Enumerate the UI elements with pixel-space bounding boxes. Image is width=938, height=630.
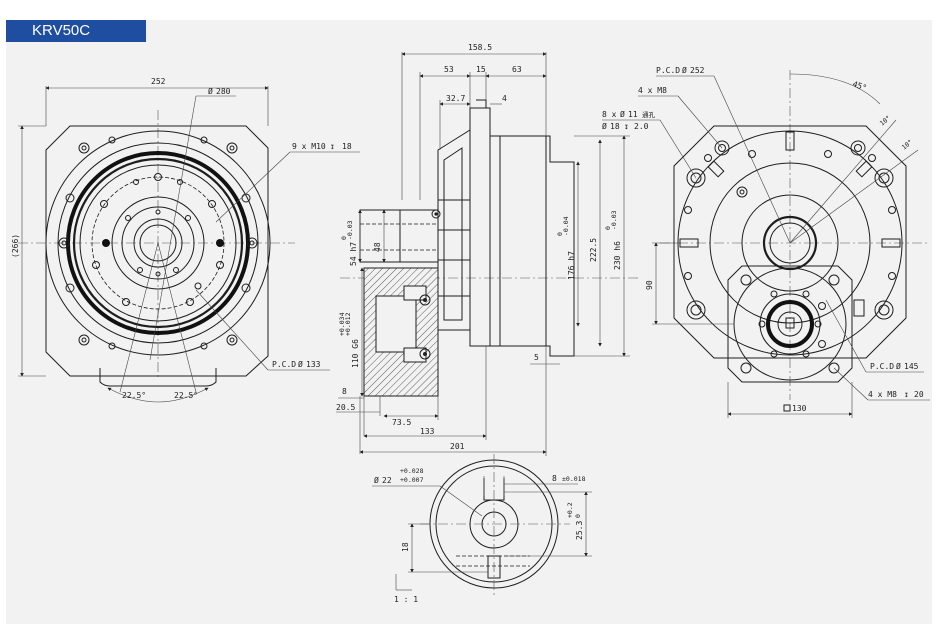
front-dia280-dim: 280 xyxy=(216,87,231,96)
front-angle-right: 22.5° xyxy=(174,391,198,400)
back-tap-depth-symbol: ↧ xyxy=(904,390,909,399)
back-bolt-holes xyxy=(684,140,896,320)
side-dia48: 48 xyxy=(373,242,382,252)
shaft-dia22: 22 xyxy=(382,476,392,485)
shaft-slope: 1 : 1 xyxy=(394,595,418,604)
front-height-dim: (266) xyxy=(11,234,20,258)
side-dia54-tol-bot: -0.03 xyxy=(346,220,354,240)
side-dim-53: 53 xyxy=(444,65,454,74)
side-dia54-tol-top: 0 xyxy=(340,236,348,240)
side-overall-dim: 158.5 xyxy=(468,43,492,52)
back-pcd2-dia-symbol: Ø xyxy=(896,361,901,371)
side-dim-5: 5 xyxy=(534,353,539,362)
back-cbore-depth: 2.0 xyxy=(634,122,649,131)
shaft-key-dim: 8 xyxy=(552,474,557,483)
front-width-dim: 252 xyxy=(151,77,166,86)
back-pcd-dia-symbol: Ø xyxy=(682,65,687,75)
back-angle-45: 45° xyxy=(851,79,868,92)
shaft-dia22-tol-bot: +0.007 xyxy=(400,476,424,484)
back-cbore-dia-symbol: Ø xyxy=(602,121,607,131)
back-square-dim: 130 xyxy=(792,404,807,413)
side-dim-73-5: 73.5 xyxy=(392,418,411,427)
side-dia176-tol-top: 0 xyxy=(556,232,564,236)
back-tap-m8-depth: 20 xyxy=(914,390,924,399)
side-dim-15: 15 xyxy=(476,65,486,74)
shaft-dim-25-3: 25.3 xyxy=(575,521,584,540)
side-dim-32-7: 32.7 xyxy=(446,94,465,103)
back-angle-10b: 10° xyxy=(900,138,914,152)
back-m8-holes: 4 x M8 xyxy=(638,86,667,95)
front-dia280-symbol: Ø xyxy=(208,86,213,96)
side-dia110: 110 G6 xyxy=(351,339,360,368)
side-dim-201: 201 xyxy=(450,442,465,451)
back-holes-dia-symbol: Ø xyxy=(620,109,625,119)
back-cbore-dia: 18 xyxy=(610,122,620,131)
motor-flange-holes xyxy=(740,274,840,374)
side-view: 158.5 53 15 63 32.7 4 48 54 h7 0 -0.03 1… xyxy=(336,43,640,456)
back-view: P.C.D Ø 252 4 x M8 8 x Ø 11 通孔 Ø 18 ↧ 2.… xyxy=(602,65,930,418)
front-pcd-label: P.C.D xyxy=(272,360,296,369)
front-tapped-holes xyxy=(92,173,224,306)
side-dim-20-5: 20.5 xyxy=(336,403,355,412)
shaft-key-tol: ±0.018 xyxy=(562,475,586,483)
side-dia54: 54 h7 xyxy=(349,242,358,266)
front-view: 252 (266) Ø 280 9 x M10 ↧ 18 P.C.D Ø 133… xyxy=(11,77,360,403)
front-angle-left: 22.5° xyxy=(122,391,146,400)
side-dim-133: 133 xyxy=(420,427,435,436)
front-depth-symbol: ↧ xyxy=(330,142,335,151)
shaft-view: Ø 22 +0.028 +0.007 8 ±0.018 25.3 +0.2 0 … xyxy=(372,454,592,604)
side-dia230-tol-top: 0 xyxy=(604,226,612,230)
back-holes-count: 8 x xyxy=(602,110,617,119)
shaft-d25-tol-bot: 0 xyxy=(574,514,582,518)
side-dia110-tol-top: +0.034 xyxy=(338,312,346,336)
back-pcd2-value: 145 xyxy=(904,362,919,371)
side-dia222: 222.5 xyxy=(589,238,598,262)
front-pcd-dia-symbol: Ø xyxy=(298,359,303,369)
back-pcd-value: 252 xyxy=(690,66,705,75)
back-angle-10a: 10° xyxy=(878,114,892,128)
shaft-dia-symbol: Ø xyxy=(374,475,379,485)
back-holes-dia: 11 xyxy=(628,110,638,119)
shaft-d25-tol-top: +0.2 xyxy=(566,502,574,518)
back-tap-m8: 4 x M8 xyxy=(868,390,897,399)
side-dim-4: 4 xyxy=(502,94,507,103)
square-symbol xyxy=(783,404,791,412)
front-tap-depth: 18 xyxy=(342,142,352,151)
side-dim-63: 63 xyxy=(512,65,522,74)
front-tap-holes-note: 9 x M10 xyxy=(292,142,326,151)
front-pcd-value: 133 xyxy=(306,360,321,369)
back-dim-90: 90 xyxy=(645,280,654,290)
side-dia176-tol-bot: -0.04 xyxy=(562,216,570,236)
side-dia230-tol-bot: -0.03 xyxy=(610,210,618,230)
model-title: KRV50C xyxy=(6,20,146,42)
side-dia110-tol-bot: +0.012 xyxy=(344,312,352,336)
back-pcd-label: P.C.D xyxy=(656,66,680,75)
shaft-dim-18: 18 xyxy=(401,542,410,552)
side-dim-8: 8 xyxy=(342,387,347,396)
side-dia176: 176 h7 xyxy=(567,251,576,280)
back-cbore-depth-symbol: ↧ xyxy=(624,122,629,131)
back-pcd2-label: P.C.D xyxy=(870,362,894,371)
shaft-dia22-tol-top: +0.028 xyxy=(400,467,424,475)
side-dia230: 230 h6 xyxy=(613,241,622,270)
back-holes-note: 通孔 xyxy=(642,110,656,119)
